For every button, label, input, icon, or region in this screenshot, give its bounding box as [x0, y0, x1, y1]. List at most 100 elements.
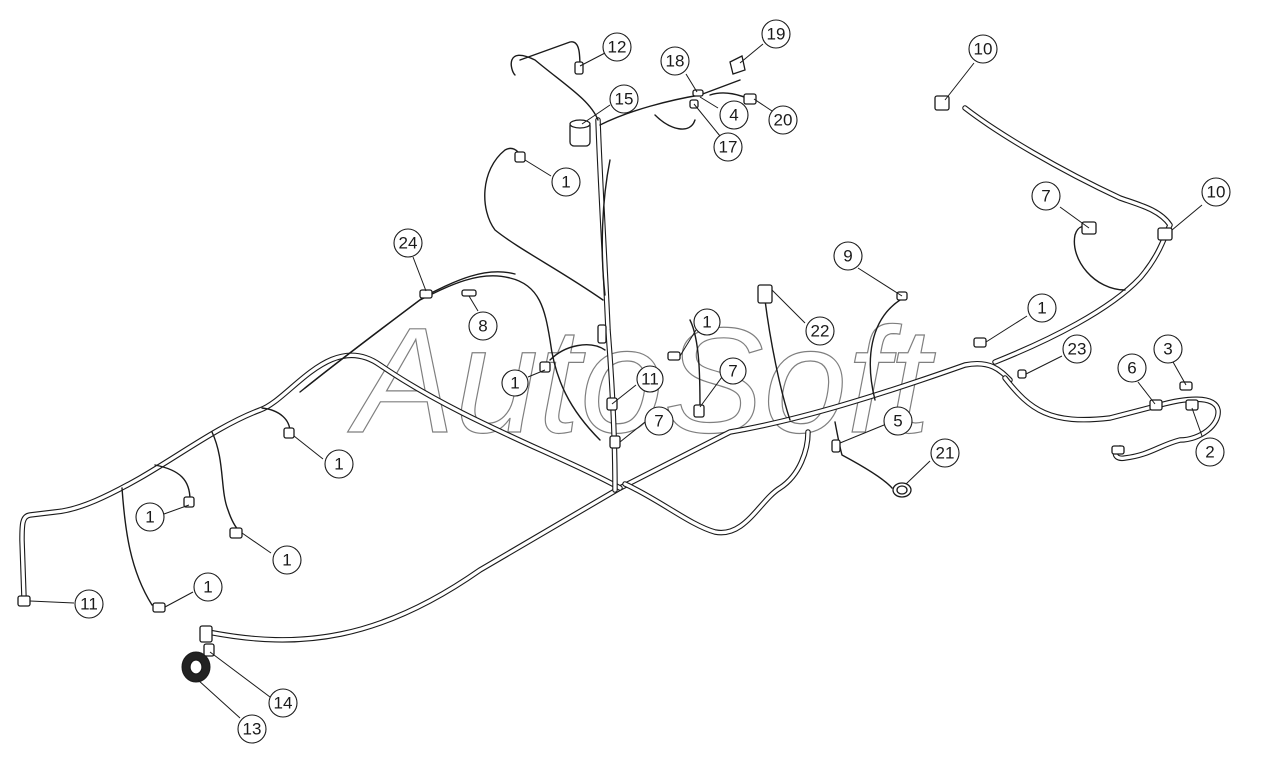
connector-c: [229, 527, 243, 539]
callout-7-c: 7: [1031, 181, 1061, 211]
connector-w: [1149, 399, 1163, 411]
connector-b: [152, 602, 166, 613]
callout-label: 2: [1205, 443, 1214, 462]
upper-left-branch-wire-2: [304, 271, 516, 389]
harness-wires: [19, 41, 1221, 643]
mid-branch-wire-a: [549, 344, 606, 361]
connector-q: [831, 439, 841, 453]
leader-11-left: [29, 600, 75, 604]
leader-4: [699, 96, 719, 109]
callout-label: 18: [666, 52, 685, 71]
callout-23: 23: [1062, 334, 1092, 364]
leader-10-a: [944, 62, 975, 101]
mid-branch-wire-b: [689, 319, 701, 411]
callout-label: 24: [399, 234, 418, 253]
leader-21: [905, 460, 931, 485]
center-bundle-wire-4: [654, 114, 696, 130]
leader-15: [581, 104, 611, 125]
callout-label: 12: [608, 38, 627, 57]
callout-label: 8: [478, 317, 487, 336]
callout-label: 22: [811, 322, 830, 341]
callout-label: 5: [893, 412, 902, 431]
connector-g: [461, 289, 477, 297]
leader-1-f: [527, 369, 546, 378]
connector-o: [757, 284, 773, 304]
callout-17: 17: [713, 132, 743, 162]
component-21-inner: [896, 485, 908, 495]
mid-branch-wire-e: [834, 421, 893, 489]
upper-right-branch-fill: [963, 106, 1172, 364]
center-bundle-wire-6: [484, 147, 604, 301]
callout-label: 1: [561, 173, 570, 192]
callout-label: 3: [1163, 340, 1172, 359]
connector-ac: [692, 89, 704, 97]
callout-6: 6: [1117, 353, 1147, 383]
connector-z: [1111, 445, 1125, 455]
callout-label: 23: [1068, 340, 1087, 359]
callout-label: 1: [702, 313, 711, 332]
callout-15: 15: [609, 84, 639, 114]
callout-1-a: 1: [193, 572, 223, 602]
right-branch-fill: [1003, 376, 1220, 460]
callout-11-mid: 11: [636, 365, 664, 393]
callout-19: 19: [761, 19, 791, 49]
callout-label: 21: [936, 444, 955, 463]
left-drop-wire-d: [121, 487, 153, 606]
connector-aa: [574, 61, 584, 75]
center-bundle-wire-8: [519, 41, 581, 71]
connector-v: [1157, 227, 1173, 241]
leader-2: [1191, 407, 1203, 437]
leader-7-b: [699, 376, 723, 408]
connector-n: [667, 351, 681, 361]
leader-20: [753, 98, 773, 112]
leader-10-b: [1171, 204, 1203, 231]
leader-12: [579, 52, 606, 67]
callout-label: 17: [719, 138, 738, 157]
left-drop-wire-b: [211, 431, 241, 533]
leader-24: [412, 256, 427, 292]
left-trunk-fill: [20, 353, 622, 600]
leader-1-e: [524, 159, 552, 177]
leader-18: [685, 73, 698, 93]
socket-13-inner: [189, 659, 203, 675]
callout-10-b: 10: [1201, 177, 1231, 207]
callout-3: 3: [1153, 334, 1183, 364]
center-bundle-wire-7: [601, 159, 611, 296]
callout-label: 11: [80, 595, 98, 614]
callout-10-a: 10: [968, 34, 998, 64]
connector-h: [514, 151, 526, 163]
callout-12: 12: [602, 32, 632, 62]
callout-label: 6: [1127, 359, 1136, 378]
leader-5: [839, 424, 885, 444]
connector-20: [743, 93, 757, 105]
connector-j: [597, 324, 607, 344]
leader-1-d: [293, 435, 324, 460]
leader-17: [693, 103, 721, 137]
callout-label: 13: [243, 720, 262, 739]
callout-label: 10: [1207, 183, 1226, 202]
leader-1-a: [164, 591, 194, 608]
callout-label: 9: [843, 247, 852, 266]
callout-label: 7: [728, 362, 737, 381]
connector-i: [539, 361, 551, 373]
connector-e: [283, 427, 295, 439]
leader-1-g: [679, 329, 697, 357]
callout-label: 4: [729, 106, 738, 125]
connector-d: [183, 496, 195, 508]
mid-branch-wire-c: [764, 299, 791, 421]
callout-4: 4: [719, 100, 749, 130]
callout-2: 2: [1195, 437, 1225, 467]
callout-1-h: 1: [1027, 293, 1057, 323]
callout-1-d: 1: [324, 449, 354, 479]
callout-label: 7: [1041, 187, 1050, 206]
mid-branch-wire-d: [869, 299, 901, 401]
callout-label: 1: [282, 551, 291, 570]
callout-label: 14: [274, 694, 293, 713]
callout-label: 15: [615, 90, 634, 109]
callout-14: 14: [268, 688, 298, 718]
leader-9: [857, 267, 903, 297]
connector-y: [1185, 399, 1199, 411]
callout-label: 11: [641, 370, 659, 389]
callout-11-left: 11: [74, 589, 104, 619]
callout-label: 1: [334, 455, 343, 474]
